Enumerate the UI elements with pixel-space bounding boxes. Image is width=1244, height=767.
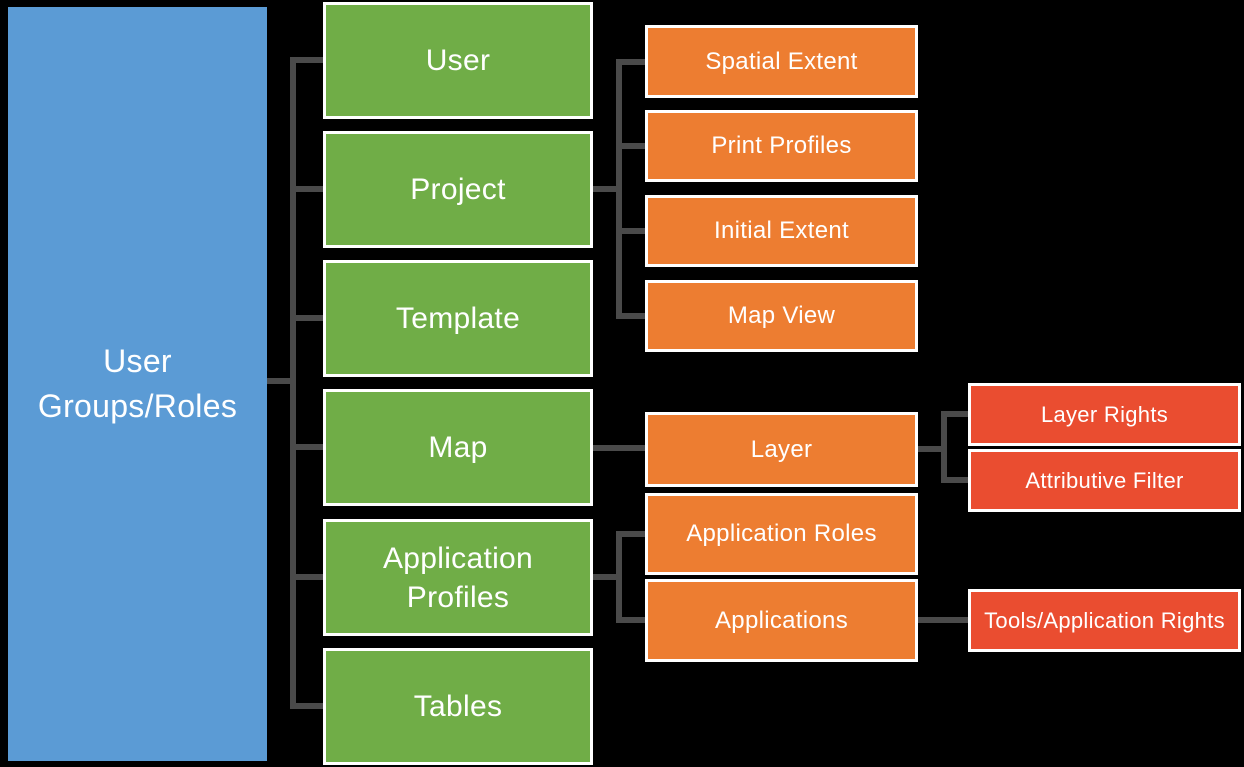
connector-stub-application-roles [618, 531, 647, 537]
connector-project-feed [590, 186, 622, 192]
node-tables: Tables [323, 648, 593, 765]
node-layer-rights-label: Layer Rights [1040, 401, 1169, 427]
connector-stub-initial-extent [618, 228, 647, 234]
connector-level1-trunk [290, 57, 296, 709]
connector-stub-user [292, 57, 323, 63]
connector-stub-print-profiles [618, 143, 647, 149]
connector-stub-spatial-extent [618, 59, 647, 65]
node-application-roles-label: Application Roles [686, 520, 877, 547]
connector-applications-tools [915, 617, 970, 623]
connector-stub-template [292, 315, 323, 321]
node-applications: Applications [645, 579, 918, 662]
node-tools-application-rights-label: Tools/Application Rights [984, 607, 1225, 633]
node-application-profiles: Application Profiles [323, 519, 593, 636]
node-layer-rights: Layer Rights [968, 383, 1241, 446]
node-user: User [323, 2, 593, 119]
connector-stub-application-profiles [292, 574, 323, 580]
node-user-groups-roles-label: User Groups/Roles [37, 342, 238, 424]
node-map-view-label: Map View [727, 302, 836, 329]
node-project-label: Project [410, 173, 506, 206]
connector-map-layer [590, 445, 648, 451]
connector-stub-attributive-filter [943, 477, 970, 483]
node-print-profiles-label: Print Profiles [711, 132, 852, 159]
node-spatial-extent-label: Spatial Extent [705, 47, 858, 75]
node-applications-label: Applications [714, 606, 848, 634]
node-map-label: Map [428, 431, 488, 464]
node-user-groups-roles: User Groups/Roles [8, 7, 267, 761]
node-attributive-filter-label: Attributive Filter [1025, 467, 1184, 493]
node-application-roles: Application Roles [645, 493, 918, 575]
node-initial-extent: Initial Extent [645, 195, 918, 267]
connector-application-profiles-feed [590, 574, 622, 580]
node-application-profiles-label: Application Profiles [382, 541, 534, 614]
connector-root-stub [267, 378, 296, 384]
connector-layer-feed [915, 446, 947, 452]
node-print-profiles: Print Profiles [645, 110, 918, 182]
connector-stub-layer-rights [943, 411, 970, 417]
node-layer: Layer [645, 412, 918, 487]
node-tables-label: Tables [413, 690, 503, 723]
node-project: Project [323, 131, 593, 248]
node-template-label: Template [395, 302, 521, 335]
node-attributive-filter: Attributive Filter [968, 449, 1241, 512]
connector-stub-project [292, 186, 323, 192]
connector-stub-map-view [618, 313, 647, 319]
connector-stub-applications [618, 617, 647, 623]
node-spatial-extent: Spatial Extent [645, 25, 918, 98]
node-layer-label: Layer [750, 435, 813, 463]
connector-application-profiles-trunk [616, 531, 622, 623]
node-user-label: User [425, 44, 491, 77]
node-map-view: Map View [645, 280, 918, 352]
node-map: Map [323, 389, 593, 506]
connector-layer-trunk [941, 411, 947, 483]
node-template: Template [323, 260, 593, 377]
connector-project-trunk [616, 59, 622, 319]
connector-stub-map [292, 444, 323, 450]
node-initial-extent-label: Initial Extent [714, 217, 849, 244]
node-tools-application-rights: Tools/Application Rights [968, 589, 1241, 652]
connector-stub-tables [292, 703, 323, 709]
